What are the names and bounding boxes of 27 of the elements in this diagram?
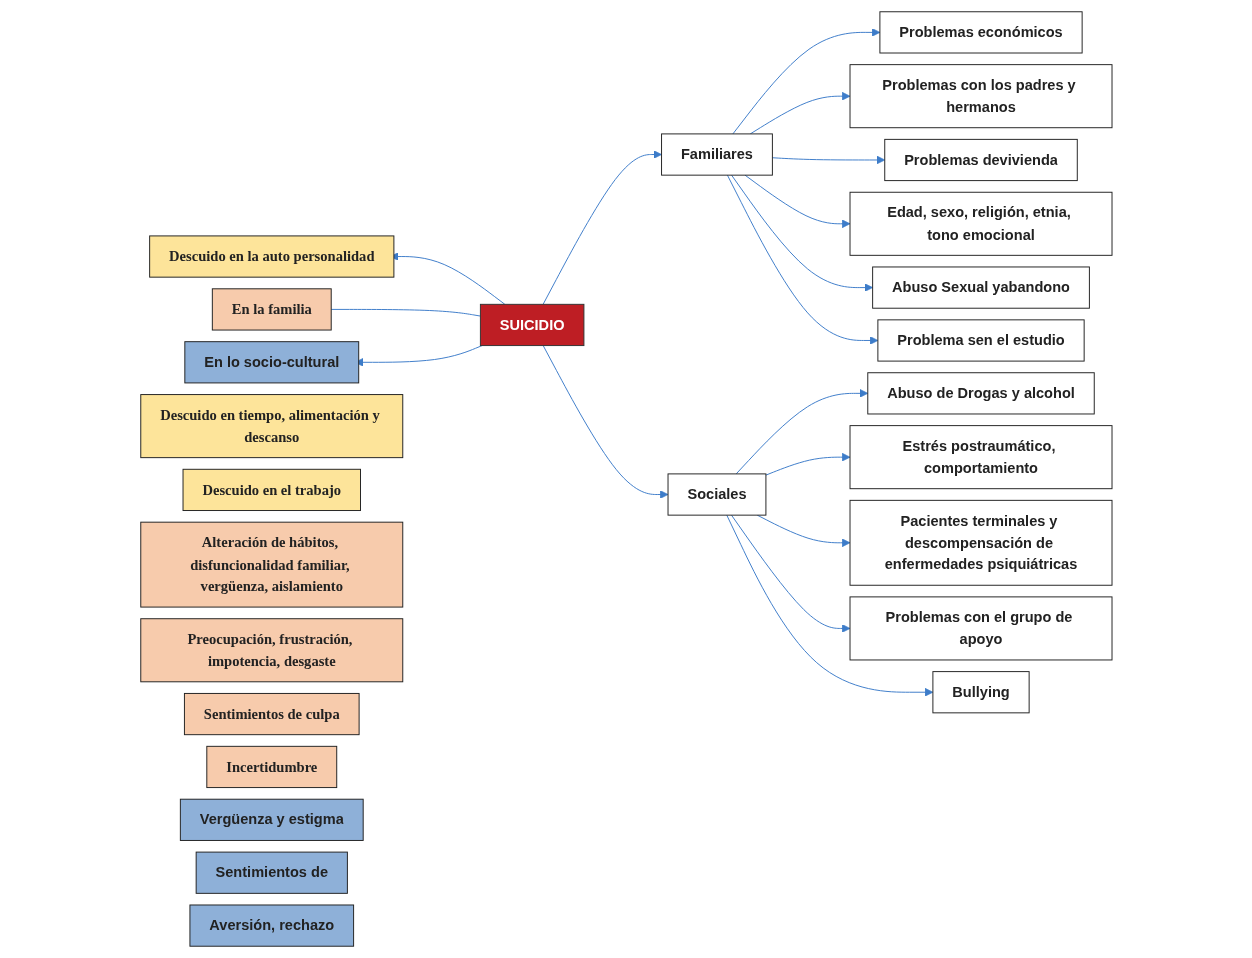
node-box: Familiares bbox=[660, 133, 773, 176]
node-box: Bullying bbox=[932, 671, 1030, 714]
node-box: Pacientes terminales y descompensación de enfermedades psiquiátricas bbox=[849, 499, 1113, 586]
node-box: Problemas con los padres y hermanos bbox=[849, 64, 1113, 129]
node-box: Incertidumbre bbox=[205, 745, 337, 789]
node-box: Problemas económicos bbox=[879, 11, 1083, 54]
connector bbox=[330, 308, 481, 317]
node-box: Sentimientos de bbox=[195, 851, 348, 894]
node-box: Descuido en el trabajo bbox=[182, 468, 361, 511]
node-box: Edad, sexo, religión, etnia, tono emocional bbox=[849, 191, 1113, 256]
node-box: En la familia bbox=[211, 288, 332, 331]
node-box: Descuido en la auto personalidad bbox=[148, 235, 394, 278]
node-box: Alteración de hábitos, disfuncionalidad familiar, vergüenza, aislamiento bbox=[139, 521, 403, 608]
node-box: Estrés postraumático, comportamiento bbox=[849, 425, 1113, 490]
node-box: Problemas devivienda bbox=[883, 138, 1078, 182]
node-box: Abuso de Drogas y alcohol bbox=[866, 372, 1095, 415]
node-box: Problema sen el estudio bbox=[877, 319, 1085, 362]
node-box: Preocupación, frustración, impotencia, desgaste bbox=[139, 618, 403, 683]
node-box: Sentimientos de culpa bbox=[183, 692, 360, 736]
node-box: SUICIDIO bbox=[479, 303, 584, 347]
node-box: Sociales bbox=[667, 473, 766, 516]
node-box: Descuido en tiempo, alimentación y descanso bbox=[139, 394, 403, 459]
node-box: Problemas con el grupo de apoyo bbox=[849, 596, 1113, 661]
node-box: En lo socio-cultural bbox=[183, 341, 359, 384]
node-box: Abuso Sexual yabandono bbox=[871, 266, 1090, 309]
node-box: Aversión, rechazo bbox=[189, 904, 354, 947]
node-box: Vergüenza y estigma bbox=[179, 798, 364, 841]
